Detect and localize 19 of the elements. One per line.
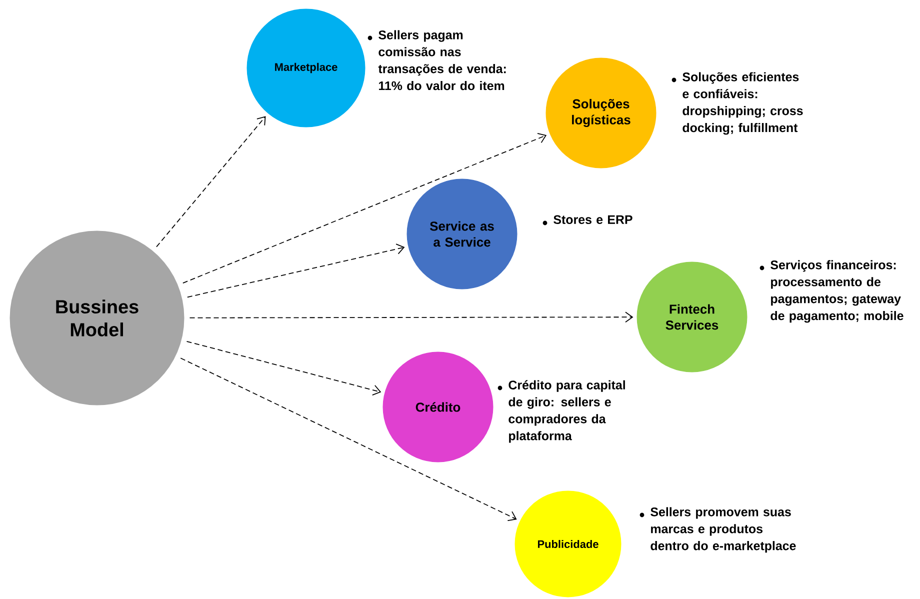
circle-node: Crédito [381, 350, 495, 464]
arrow [189, 312, 634, 323]
circle-node: Bussines Model [8, 229, 186, 407]
circle-node: Soluções logísticas [544, 56, 658, 170]
bullet-text: Crédito para capital de giro: sellers e compradores da plataforma [508, 380, 625, 443]
bullet-text: Serviços financeiros: processamento de pagamentos; gateway de pagamento; mobile [770, 260, 904, 323]
bullet-text: Soluções eficientes e confiáveis: dropshipping; cross docking; fulfillment [682, 72, 803, 135]
arrow [186, 244, 405, 298]
arrow [180, 358, 517, 522]
circle-node: Publicidade [513, 489, 623, 599]
bullet-text: Sellers promovem suas marcas e produtos dentro do e-marketplace [650, 507, 796, 553]
circle-node: Fintech Services [635, 260, 749, 374]
arrow [182, 132, 547, 284]
bullet-text: Sellers pagam comissão nas transações de venda: 11% do valor do item [378, 30, 506, 90]
bullet-text: Stores e ERP [554, 215, 632, 224]
circle-node: Service as a Service [405, 177, 519, 291]
circle-node: Marketplace [245, 7, 367, 129]
arrow [186, 340, 382, 396]
arrow [156, 116, 266, 248]
